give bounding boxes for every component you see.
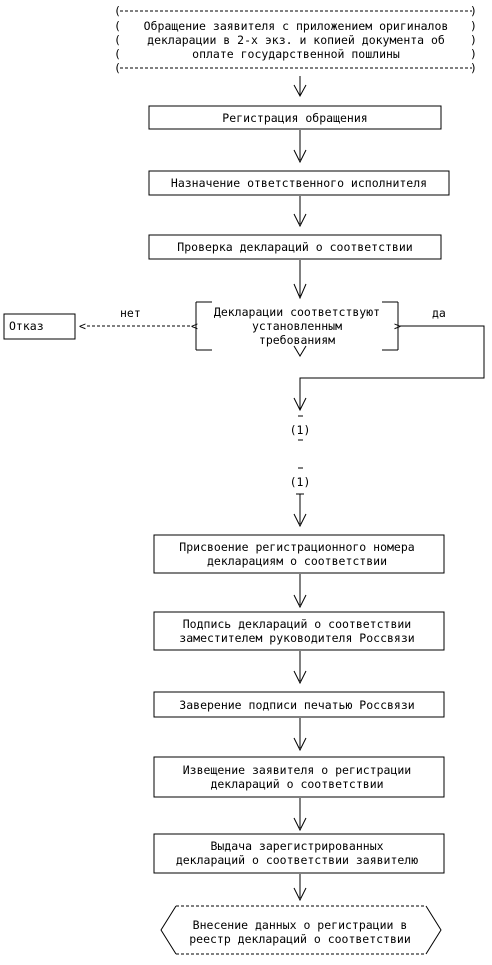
step-notify: Извещение заявителя о регистрации деклар… (153, 756, 445, 798)
decision-line-3: требованиям (259, 333, 335, 347)
step-registration-text: Регистрация обращения (222, 111, 367, 125)
arrow-assign-to-check (293, 196, 307, 228)
decision-line-2: установленным (252, 319, 342, 333)
step-check-text: Проверка деклараций о соответствии (177, 240, 412, 254)
arrow-notify-to-issue (293, 798, 307, 832)
step-refusal-text: Отказ (9, 319, 44, 333)
connector-bottom-label: (1) (290, 475, 311, 489)
svg-text:(: ( (114, 47, 121, 61)
svg-text:(: ( (114, 19, 121, 33)
arrow-number-to-sign (293, 574, 307, 609)
svg-text:): ) (470, 19, 477, 33)
step-assign-text: Назначение ответственного исполнителя (171, 176, 427, 190)
arrow-issue-to-end (293, 874, 307, 902)
connector-bottom: (1) (290, 467, 311, 528)
svg-text:<: < (191, 319, 198, 333)
connector-top: (1) (290, 415, 311, 441)
start-line-1: Обращение заявителя с приложением оригин… (144, 19, 449, 33)
arrow-sign-to-seal (293, 651, 307, 685)
decision-node: < > Декларации соответствуют установленн… (191, 301, 401, 357)
end-line-1: Внесение данных о регистрации в (193, 918, 408, 932)
arrow-start-to-registration (293, 76, 307, 98)
svg-text:(: ( (114, 61, 121, 75)
step-refusal: Отказ (3, 313, 76, 340)
start-terminal: ( ( ( ( ( ) ) ) ) ) Обращение заявителя … (114, 4, 477, 75)
end-line-2: реестр деклараций о соответствии (189, 932, 411, 946)
step-number: Присвоение регистрационного номера декла… (153, 534, 445, 574)
step-number-line-1: Присвоение регистрационного номера (179, 540, 414, 554)
step-number-line-2: декларациям о соответствии (207, 554, 387, 568)
step-sign-line-1: Подпись деклараций о соответствии (183, 617, 411, 631)
branch-yes: да (293, 306, 485, 412)
svg-text:<: < (79, 319, 86, 333)
step-sign-line-2: заместителем руководителя Россвязи (179, 631, 414, 645)
label-no: нет (120, 306, 141, 320)
step-seal: Заверение подписи печатью Россвязи (153, 691, 445, 718)
start-line-2: декларации в 2-х экз. и копией документа… (147, 33, 445, 47)
step-issue-line-1: Выдача зарегистрированных (210, 839, 383, 853)
svg-text:): ) (470, 61, 477, 75)
step-assign: Назначение ответственного исполнителя (148, 170, 450, 196)
connector-top-label: (1) (290, 423, 311, 437)
end-terminal: Внесение данных о регистрации в реестр д… (160, 905, 442, 955)
step-seal-text: Заверение подписи печатью Россвязи (179, 698, 414, 712)
arrow-check-to-decision (293, 260, 307, 300)
svg-text:(: ( (114, 33, 121, 47)
svg-text:): ) (470, 33, 477, 47)
svg-text:(: ( (114, 4, 121, 18)
svg-text:): ) (470, 4, 477, 18)
branch-no: нет < (79, 306, 191, 333)
svg-text:>: > (394, 319, 401, 333)
step-issue: Выдача зарегистрированных деклараций о с… (153, 833, 445, 874)
step-sign: Подпись деклараций о соответствии замест… (153, 611, 445, 651)
svg-text:): ) (470, 47, 477, 61)
step-notify-line-2: деклараций о соответствии (210, 777, 383, 791)
decision-line-1: Декларации соответствуют (214, 305, 380, 319)
label-yes: да (432, 306, 446, 320)
step-registration: Регистрация обращения (148, 105, 442, 130)
step-check: Проверка деклараций о соответствии (148, 234, 442, 260)
step-issue-line-2: деклараций о соответствии заявителю (176, 853, 418, 867)
step-notify-line-1: Извещение заявителя о регистрации (183, 763, 411, 777)
start-line-3: оплате государственной пошлины (192, 47, 400, 61)
arrow-registration-to-assign (293, 130, 307, 164)
arrow-seal-to-notify (293, 718, 307, 752)
